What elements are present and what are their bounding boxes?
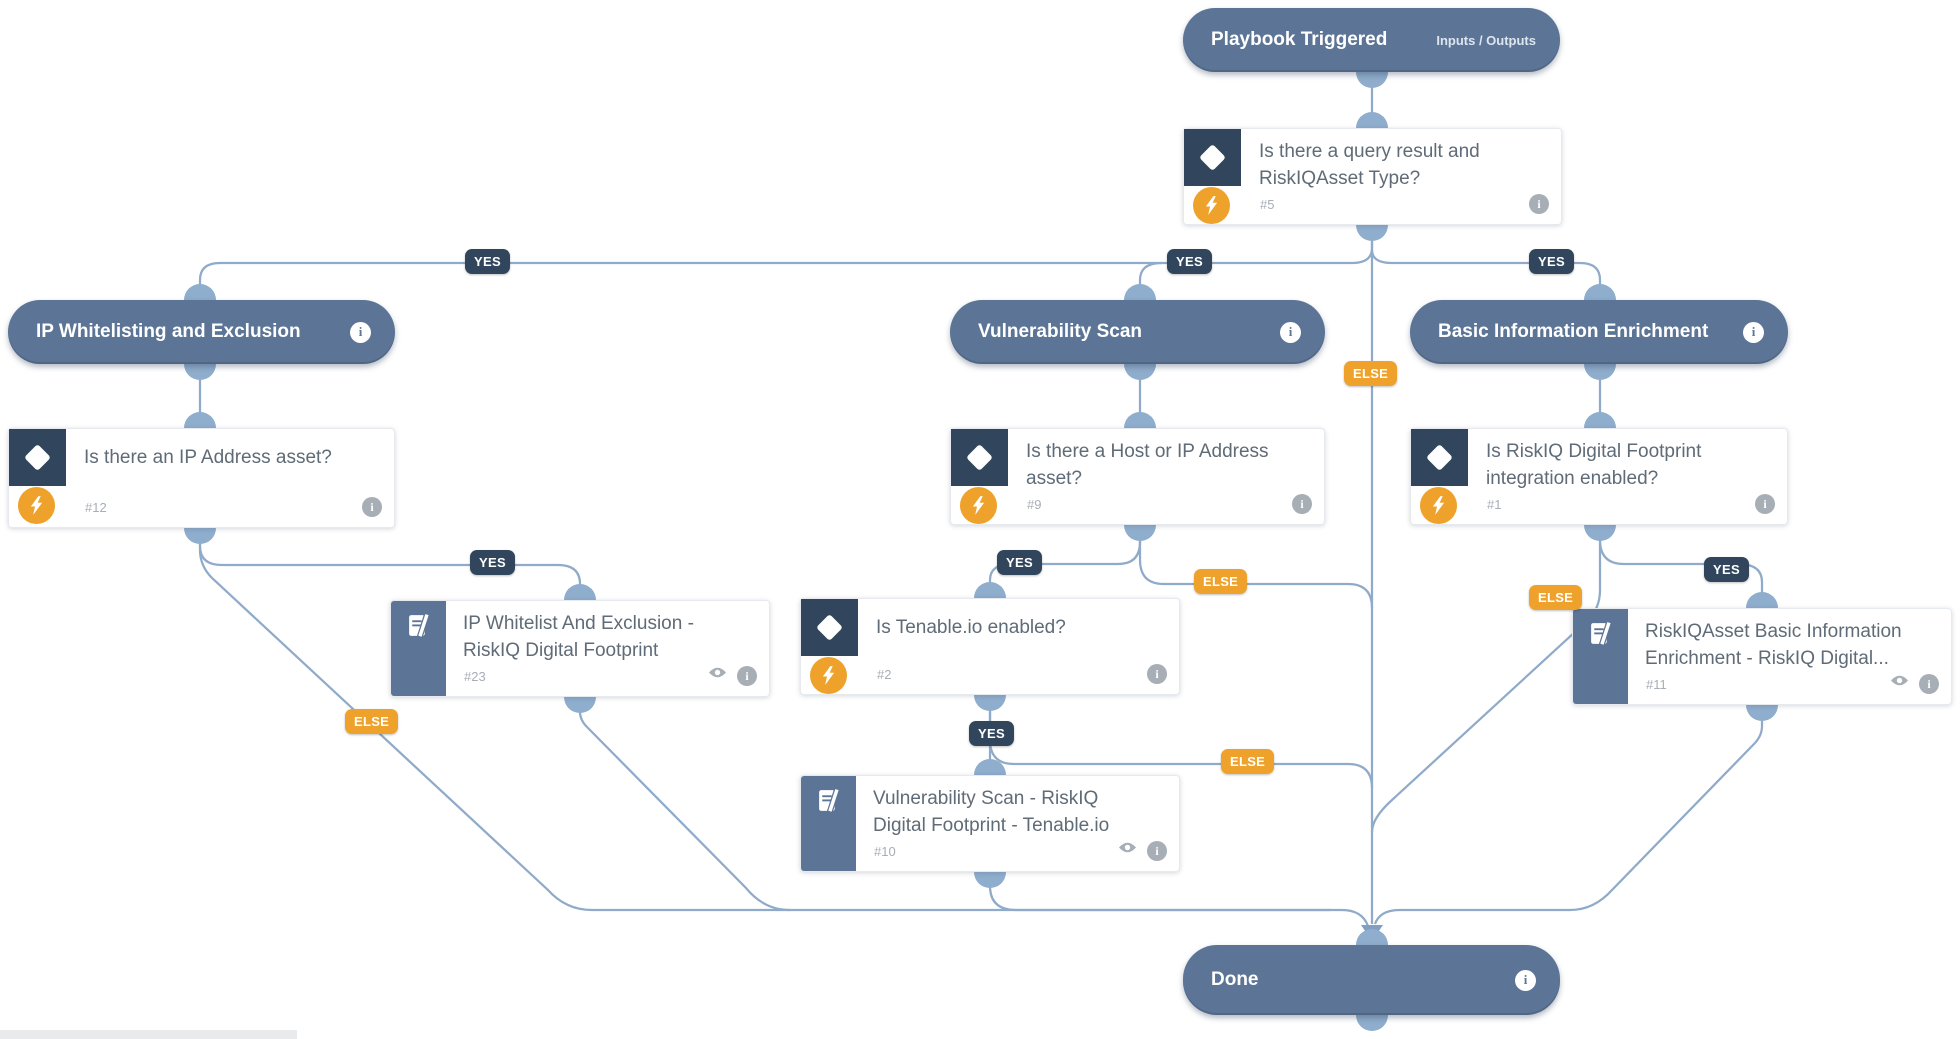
task-id: #5 [1260, 197, 1275, 212]
done-node[interactable]: Done i [1183, 945, 1560, 1015]
playbook-book-icon [1573, 609, 1628, 704]
condition-node-1[interactable]: Is RiskIQ Digital Footprint integration … [1410, 428, 1788, 525]
info-icon[interactable]: i [1280, 321, 1301, 343]
condition-diamond-icon [1411, 429, 1468, 486]
info-icon[interactable]: i [362, 497, 382, 517]
branch-label-else: ELSE [1344, 361, 1398, 386]
condition-diamond-icon [951, 429, 1008, 486]
canvas-edge-strip [0, 1030, 297, 1039]
task-title: IP Whitelist And Exclusion - RiskIQ Digi… [463, 613, 694, 661]
eye-icon[interactable] [1890, 674, 1909, 692]
playbook-node-11[interactable]: RiskIQAsset Basic Information Enrichment… [1572, 608, 1952, 705]
info-icon[interactable]: i [1515, 969, 1536, 991]
task-id: #12 [85, 500, 107, 515]
branch-label-else: ELSE [345, 709, 399, 734]
task-title: Is there a query result and RiskIQAsset … [1259, 141, 1480, 189]
task-id: #9 [1027, 497, 1042, 512]
automation-bolt-icon [18, 487, 55, 524]
info-icon[interactable]: i [1755, 494, 1775, 514]
condition-node-5[interactable]: Is there a query result and RiskIQAsset … [1183, 128, 1562, 225]
automation-bolt-icon [1420, 487, 1457, 524]
condition-node-2[interactable]: Is Tenable.io enabled? #2 i [800, 598, 1180, 695]
info-icon[interactable]: i [1919, 674, 1939, 694]
inputs-outputs-link[interactable]: Inputs / Outputs [1436, 32, 1536, 48]
task-id: #2 [877, 667, 892, 682]
condition-diamond-icon [9, 429, 66, 486]
info-icon[interactable]: i [1292, 494, 1312, 514]
section-ip-whitelisting[interactable]: IP Whitelisting and Exclusion i [8, 300, 395, 364]
playbook-triggered-title: Playbook Triggered [1211, 29, 1388, 50]
task-id: #11 [1646, 677, 1667, 692]
condition-diamond-icon [801, 599, 858, 656]
section-title: IP Whitelisting and Exclusion [36, 321, 301, 342]
branch-label-else: ELSE [1194, 569, 1248, 594]
info-icon[interactable]: i [1147, 841, 1167, 861]
info-icon[interactable]: i [1743, 321, 1764, 343]
info-icon[interactable]: i [737, 666, 757, 686]
task-title: Vulnerability Scan - RiskIQ Digital Foot… [873, 788, 1110, 836]
condition-diamond-icon [1184, 129, 1241, 186]
done-title: Done [1211, 969, 1259, 990]
task-id: #1 [1487, 497, 1502, 512]
playbook-book-icon [391, 601, 446, 696]
section-title: Basic Information Enrichment [1438, 321, 1709, 342]
section-basic-information-enrichment[interactable]: Basic Information Enrichment i [1410, 300, 1788, 364]
branch-label-yes: YES [470, 550, 515, 575]
task-title: Is there a Host or IP Address asset? [1026, 441, 1269, 489]
playbook-node-10[interactable]: Vulnerability Scan - RiskIQ Digital Foot… [800, 775, 1180, 872]
branch-label-yes: YES [465, 249, 510, 274]
task-id: #10 [874, 844, 896, 859]
eye-icon[interactable] [708, 666, 727, 684]
info-icon[interactable]: i [1529, 194, 1549, 214]
task-title: RiskIQAsset Basic Information Enrichment… [1645, 621, 1902, 669]
condition-node-12[interactable]: Is there an IP Address asset? #12 i [8, 428, 395, 528]
playbook-node-23[interactable]: IP Whitelist And Exclusion - RiskIQ Digi… [390, 600, 770, 697]
branch-label-else: ELSE [1221, 749, 1275, 774]
condition-node-9[interactable]: Is there a Host or IP Address asset? #9 … [950, 428, 1325, 525]
task-title: Is there an IP Address asset? [84, 447, 332, 468]
eye-icon[interactable] [1118, 841, 1137, 859]
playbook-book-icon [801, 776, 856, 871]
automation-bolt-icon [1193, 187, 1230, 224]
automation-bolt-icon [810, 657, 847, 694]
section-title: Vulnerability Scan [978, 321, 1143, 342]
branch-label-yes: YES [1529, 249, 1574, 274]
info-icon[interactable]: i [1147, 664, 1167, 684]
branch-label-yes: YES [997, 550, 1042, 575]
task-id: #23 [464, 669, 486, 684]
playbook-triggered-node[interactable]: Playbook Triggered Inputs / Outputs [1183, 8, 1560, 72]
section-vulnerability-scan[interactable]: Vulnerability Scan i [950, 300, 1325, 364]
branch-label-yes: YES [1704, 557, 1749, 582]
automation-bolt-icon [960, 487, 997, 524]
branch-label-yes: YES [1167, 249, 1212, 274]
branch-label-else: ELSE [1529, 585, 1583, 610]
task-title: Is RiskIQ Digital Footprint integration … [1486, 441, 1702, 489]
info-icon[interactable]: i [350, 321, 371, 343]
branch-label-yes: YES [969, 721, 1014, 746]
task-title: Is Tenable.io enabled? [876, 617, 1066, 638]
